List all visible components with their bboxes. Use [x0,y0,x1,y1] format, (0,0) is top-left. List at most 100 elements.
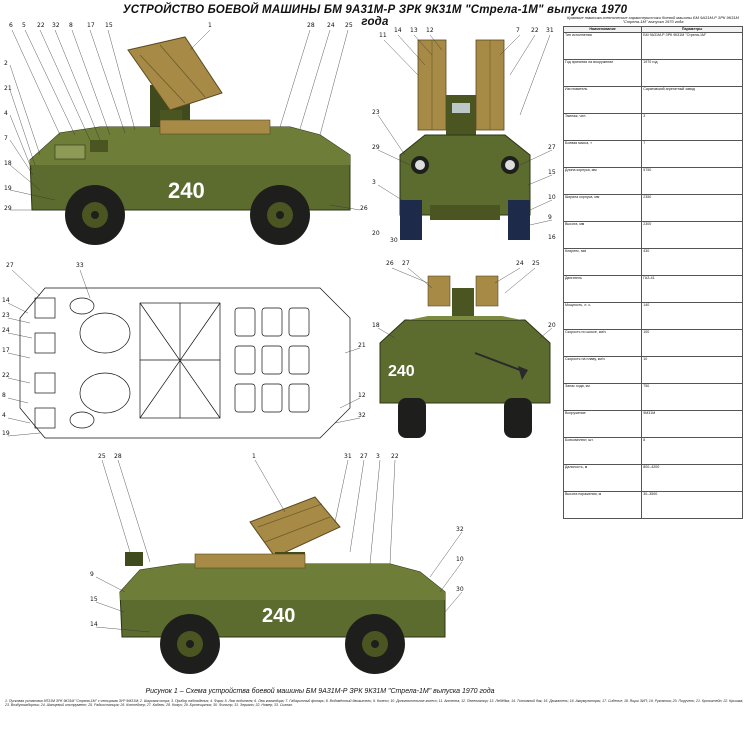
callout-label: 24 [516,260,524,267]
specs-row-value: 30–3500 [641,490,743,519]
specs-row-name: Высота поражения, м [562,490,643,519]
specs-row-name: Боекомплект, шт. [562,436,643,465]
front-view-drawing [377,34,553,240]
specs-row-value: ГАЗ-41 [641,274,743,303]
callout-label: 30 [390,237,398,244]
callout-label: 32 [358,412,366,419]
specs-row: Боекомплект, шт.8 [562,436,743,465]
callout-label: 1 [208,22,212,29]
callout-label: 6 [9,22,13,29]
callout-label: 10 [456,556,464,563]
diagram-title: УСТРОЙСТВО БОЕВОЙ МАШИНЫ БМ 9А31М-Р ЗРК … [122,4,628,28]
specs-row-value: 140 [641,301,743,330]
callout-label: 25 [98,453,106,460]
specs-row-value: 2300 [641,220,743,249]
specs-row: Мощность, л. с.140 [562,301,743,330]
callout-label: 13 [410,27,418,34]
legend-text: 1. Пусковая установка 9П31М ЗРК 9К31М "С… [5,699,744,708]
side-view-top: 240 [0,15,370,255]
callout-label: 30 [456,586,464,593]
front-wheel-bottom [160,614,220,674]
figure-caption: Рисунок 1 – Схема устройства боевой маши… [145,688,495,695]
callout-label: 20 [548,322,556,329]
callout-label: 23 [372,109,380,116]
specs-row-name: Длина корпуса, мм [562,166,643,195]
callout-label: 28 [307,22,315,29]
callout-label: 11 [379,32,387,39]
callout-label: 7 [4,135,8,142]
callout-label: 19 [4,185,12,192]
specs-row-value: 9М31М [641,409,743,438]
specs-row-name: Тип исполнения [562,31,643,60]
callout-label: 8 [69,22,73,29]
specs-row-name: Клиренс, мм [562,247,643,276]
callout-label: 26 [386,260,394,267]
callout-label: 2 [4,60,8,67]
specs-row-name: Скорость по шоссе, км/ч [562,328,643,357]
callout-label: 9 [548,214,552,221]
callout-label: 32 [456,526,464,533]
specs-row-value: 10 [641,355,743,384]
specs-row-name: Вооружение [562,409,643,438]
callout-label: 3 [372,179,376,186]
callout-label: 25 [345,22,353,29]
rear-view: 240 26 27 24 25 18 20 [370,258,560,448]
callout-label: 27 [6,262,14,269]
specs-header-value: Параметры [641,26,743,33]
callout-label: 7 [516,27,520,34]
callout-label: 29 [372,144,380,151]
rear-view-drawing: 240 [377,267,553,438]
callout-label: 22 [531,27,539,34]
specs-row-name: Высота, мм [562,220,643,249]
callout-label: 3 [376,453,380,460]
callout-label: 17 [2,347,10,354]
callout-label: 25 [532,260,540,267]
side-view-top-drawing: 240 [9,29,361,245]
specs-row-value: 430 [641,247,743,276]
specs-row-name: Экипаж, чел. [562,112,643,141]
callout-label: 24 [327,22,335,29]
specs-row-value: 3 [641,112,743,141]
specs-caption: Краткие тактико-технические характеристи… [567,15,739,25]
specs-row-name: Скорость на плаву, км/ч [562,355,643,384]
callout-label: 4 [4,110,8,117]
callout-label: 4 [2,412,6,419]
specs-row-value: 5750 [641,166,743,195]
vehicle-number-side-bottom: 240 [262,605,295,627]
vehicle-number-side: 240 [168,178,205,203]
callout-label: 31 [344,453,352,460]
specs-row-name: Боевая масса, т [562,139,643,168]
callout-label: 33 [76,262,84,269]
callout-label: 22 [2,372,10,379]
callout-label: 14 [90,621,98,628]
specs-row-value: 2350 [641,193,743,222]
side-view-bottom: 240 25 28 1 31 27 3 [90,452,470,684]
specs-row-value: БМ 9А31М-Р ЗРК 9К31М "Стрела-1М" [641,31,743,60]
front-wheel [65,185,125,245]
callout-label: 19 [2,430,10,437]
callout-label: 22 [391,453,399,460]
callout-label: 15 [105,22,113,29]
specs-row-value: 7 [641,139,743,168]
specs-panel: Краткие тактико-технические характеристи… [562,15,743,614]
callout-label: 18 [372,322,380,329]
callout-label: 24 [2,327,10,334]
specs-row-name: Ширина корпуса, мм [562,193,643,222]
specs-row: Экипаж, чел.3 [562,112,743,141]
specs-row-value: Саратовский агрегатный завод [641,85,743,114]
callout-label: 12 [358,392,366,399]
callout-label: 5 [22,22,26,29]
